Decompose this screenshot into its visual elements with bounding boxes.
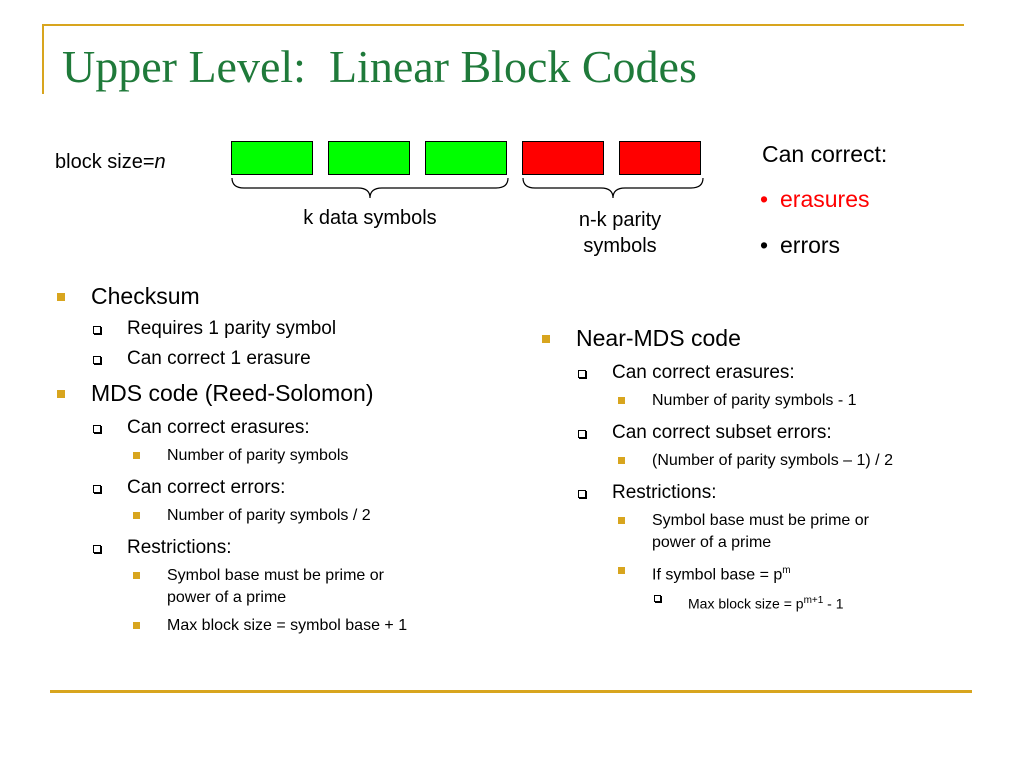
subitem-text: Restrictions: (127, 537, 232, 558)
detail-text: Symbol base must be prime or (652, 512, 869, 529)
subitem-text: Can correct subset errors: (612, 422, 832, 443)
can-correct-erasures: • erasures (760, 186, 869, 213)
right-outline: Near-MDS code Can correct erasures: Numb… (540, 325, 980, 625)
subitem-text: Restrictions: (612, 482, 717, 503)
detail-text: Number of parity symbols / 2 (167, 507, 371, 524)
square-bullet-icon (133, 622, 140, 629)
outline-detail: Symbol base must be prime or power of a p… (576, 510, 980, 554)
hollow-square-bullet-icon (93, 485, 101, 493)
detail-text: (Number of parity symbols – 1) / 2 (652, 452, 893, 469)
detail-text-cont: power of a prime (167, 589, 287, 606)
subitem-text: Requires 1 parity symbol (127, 318, 337, 339)
parity-symbols-label: n-k parity symbols (530, 207, 710, 259)
square-bullet-icon (133, 452, 140, 459)
outline-subitem: Can correct erasures: Number of parity s… (576, 362, 980, 412)
superscript-m: m (782, 565, 791, 576)
can-correct-errors: • errors (760, 232, 840, 259)
detail-text: If symbol base = p (652, 566, 783, 584)
outline-detail: (Number of parity symbols – 1) / 2 (576, 450, 980, 472)
parity-symbol-block (619, 141, 701, 175)
subitem-text: Can correct errors: (127, 477, 286, 498)
outline-detail: Number of parity symbols (91, 445, 525, 467)
hollow-square-bullet-icon (578, 370, 586, 378)
outline-detail: Symbol base must be prime or power of a p… (91, 565, 525, 609)
square-bullet-icon (133, 512, 140, 519)
can-correct-heading: Can correct: (762, 141, 888, 167)
parity-symbols-brace (522, 177, 704, 199)
outline-subitem: Can correct subset errors: (Number of pa… (576, 422, 980, 472)
slide-title: Upper Level: Linear Block Codes (62, 41, 697, 92)
hollow-square-bullet-icon (578, 430, 586, 438)
can-correct-errors-text: errors (780, 232, 841, 258)
parity-symbol-block (522, 141, 604, 175)
square-bullet-icon (57, 390, 65, 398)
hollow-square-bullet-icon (93, 545, 101, 553)
left-outline: Checksum Requires 1 parity symbol Can co… (55, 283, 525, 647)
bullet-dot: • (760, 232, 769, 258)
outline-detail: Number of parity symbols - 1 (576, 390, 980, 412)
subitem-text: Can correct erasures: (127, 417, 310, 438)
subdetail-suffix: - 1 (823, 595, 844, 612)
outline-subitem: Restrictions: Symbol base must be prime … (91, 537, 525, 637)
can-correct-erasures-text: erasures (780, 186, 870, 212)
outline-detail: If symbol base = pm Max block size = pm+… (576, 560, 980, 615)
data-symbol-block (328, 141, 410, 175)
block-size-variable: n (154, 151, 166, 173)
hollow-square-bullet-icon (654, 595, 661, 603)
detail-text: Symbol base must be prime or (167, 567, 384, 584)
frame-left-rule (42, 24, 44, 94)
block-size-text: block size= (55, 151, 155, 173)
outline-subitem: Can correct errors: Number of parity sym… (91, 477, 525, 527)
mds-label: MDS code (Reed-Solomon) (91, 380, 374, 406)
detail-text-cont: power of a prime (652, 534, 772, 551)
square-bullet-icon (542, 335, 550, 343)
outline-subitem: Restrictions: Symbol base must be prime … (576, 482, 980, 615)
square-bullet-icon (618, 397, 625, 404)
bullet-dot: • (760, 186, 769, 212)
subitem-text: Can correct 1 erasure (127, 348, 311, 369)
hollow-square-bullet-icon (578, 490, 586, 498)
frame-bottom-rule (50, 690, 972, 693)
subdetail-text: Max block size = p (688, 595, 804, 612)
frame-top-rule (42, 24, 964, 26)
square-bullet-icon (618, 457, 625, 464)
outline-subitem: Requires 1 parity symbol (91, 318, 525, 340)
hollow-square-bullet-icon (93, 326, 101, 334)
square-bullet-icon (618, 517, 625, 524)
outline-item-mds: MDS code (Reed-Solomon) Can correct eras… (55, 380, 525, 637)
square-bullet-icon (133, 572, 140, 579)
data-symbol-block (425, 141, 507, 175)
superscript-m-plus-1: m+1 (803, 595, 824, 607)
outline-detail: Number of parity symbols / 2 (91, 505, 525, 527)
parity-label-line1: n-k parity (578, 209, 662, 231)
hollow-square-bullet-icon (93, 425, 101, 433)
k-data-symbols-label: k data symbols (303, 207, 437, 229)
detail-text: Max block size = symbol base + 1 (167, 617, 408, 634)
parity-label-line2: symbols (583, 235, 657, 257)
near-mds-label: Near-MDS code (576, 325, 741, 351)
outline-item-near-mds: Near-MDS code Can correct erasures: Numb… (540, 325, 980, 615)
subitem-text: Can correct erasures: (612, 362, 795, 383)
outline-item-checksum: Checksum Requires 1 parity symbol Can co… (55, 283, 525, 370)
square-bullet-icon (57, 293, 65, 301)
square-bullet-icon (618, 567, 625, 574)
detail-text: Number of parity symbols - 1 (652, 392, 857, 409)
outline-detail: Max block size = symbol base + 1 (91, 615, 525, 637)
checksum-label: Checksum (91, 283, 200, 309)
hollow-square-bullet-icon (93, 356, 101, 364)
data-symbol-block (231, 141, 313, 175)
block-size-label: block size=n (55, 151, 166, 174)
detail-text: Number of parity symbols (167, 447, 349, 464)
outline-subitem: Can correct erasures: Number of parity s… (91, 417, 525, 467)
outline-subitem: Can correct 1 erasure (91, 348, 525, 370)
outline-subdetail: Max block size = pm+1 - 1 (652, 590, 980, 615)
data-symbols-brace (231, 177, 509, 199)
